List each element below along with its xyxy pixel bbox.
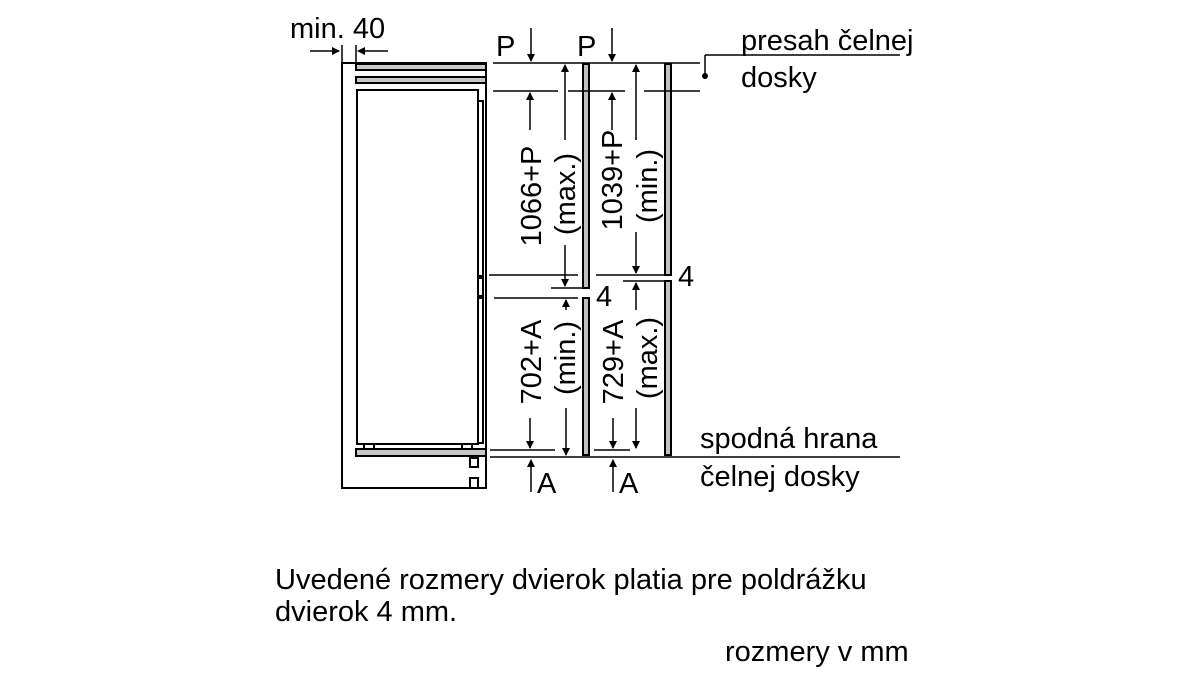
units-note: rozmery v mm bbox=[725, 636, 909, 668]
gap-label-1: 4 bbox=[596, 281, 612, 313]
upper-door-min: 1039+P bbox=[597, 130, 629, 231]
upper-door-panel-right bbox=[664, 63, 672, 276]
upper-door-panel-left bbox=[582, 63, 590, 289]
bottom-edge-label-2: čelnej dosky bbox=[700, 461, 860, 493]
min-gap-label: min. 40 bbox=[290, 13, 385, 45]
lower-door-panel-right bbox=[664, 280, 672, 456]
lower-door-min-note: (min.) bbox=[550, 321, 582, 395]
bottom-shelf bbox=[355, 448, 487, 457]
lower-door-max-note: (max.) bbox=[632, 317, 664, 399]
top-shelf-2 bbox=[355, 76, 487, 84]
cabinet-outline bbox=[341, 62, 487, 489]
gap-label-2: 4 bbox=[678, 261, 694, 293]
lower-door-min: 702+A bbox=[516, 319, 548, 404]
bottom-edge-label-1: spodná hrana bbox=[700, 423, 878, 455]
lower-door-max: 729+A bbox=[598, 319, 630, 404]
leader-dot bbox=[702, 73, 708, 79]
a-label-2: A bbox=[619, 468, 639, 500]
upper-door-max-note: (max.) bbox=[550, 153, 582, 235]
p-label-2: P bbox=[577, 31, 596, 63]
upper-door-max: 1066+P bbox=[516, 146, 548, 247]
note-line-2: dvierok 4 mm. bbox=[275, 596, 458, 628]
appliance-body bbox=[356, 89, 479, 445]
upper-door-min-note: (min.) bbox=[632, 149, 664, 223]
note-line-1: Uvedené rozmery dvierok platia pre poldr… bbox=[275, 564, 867, 596]
lower-door-panel-left bbox=[582, 297, 590, 456]
overlap-label-1: presah čelnej bbox=[741, 25, 914, 57]
p-label-1: P bbox=[496, 31, 515, 63]
a-label-1: A bbox=[537, 468, 557, 500]
overlap-label-2: dosky bbox=[741, 62, 817, 94]
top-shelf-1 bbox=[355, 63, 487, 71]
